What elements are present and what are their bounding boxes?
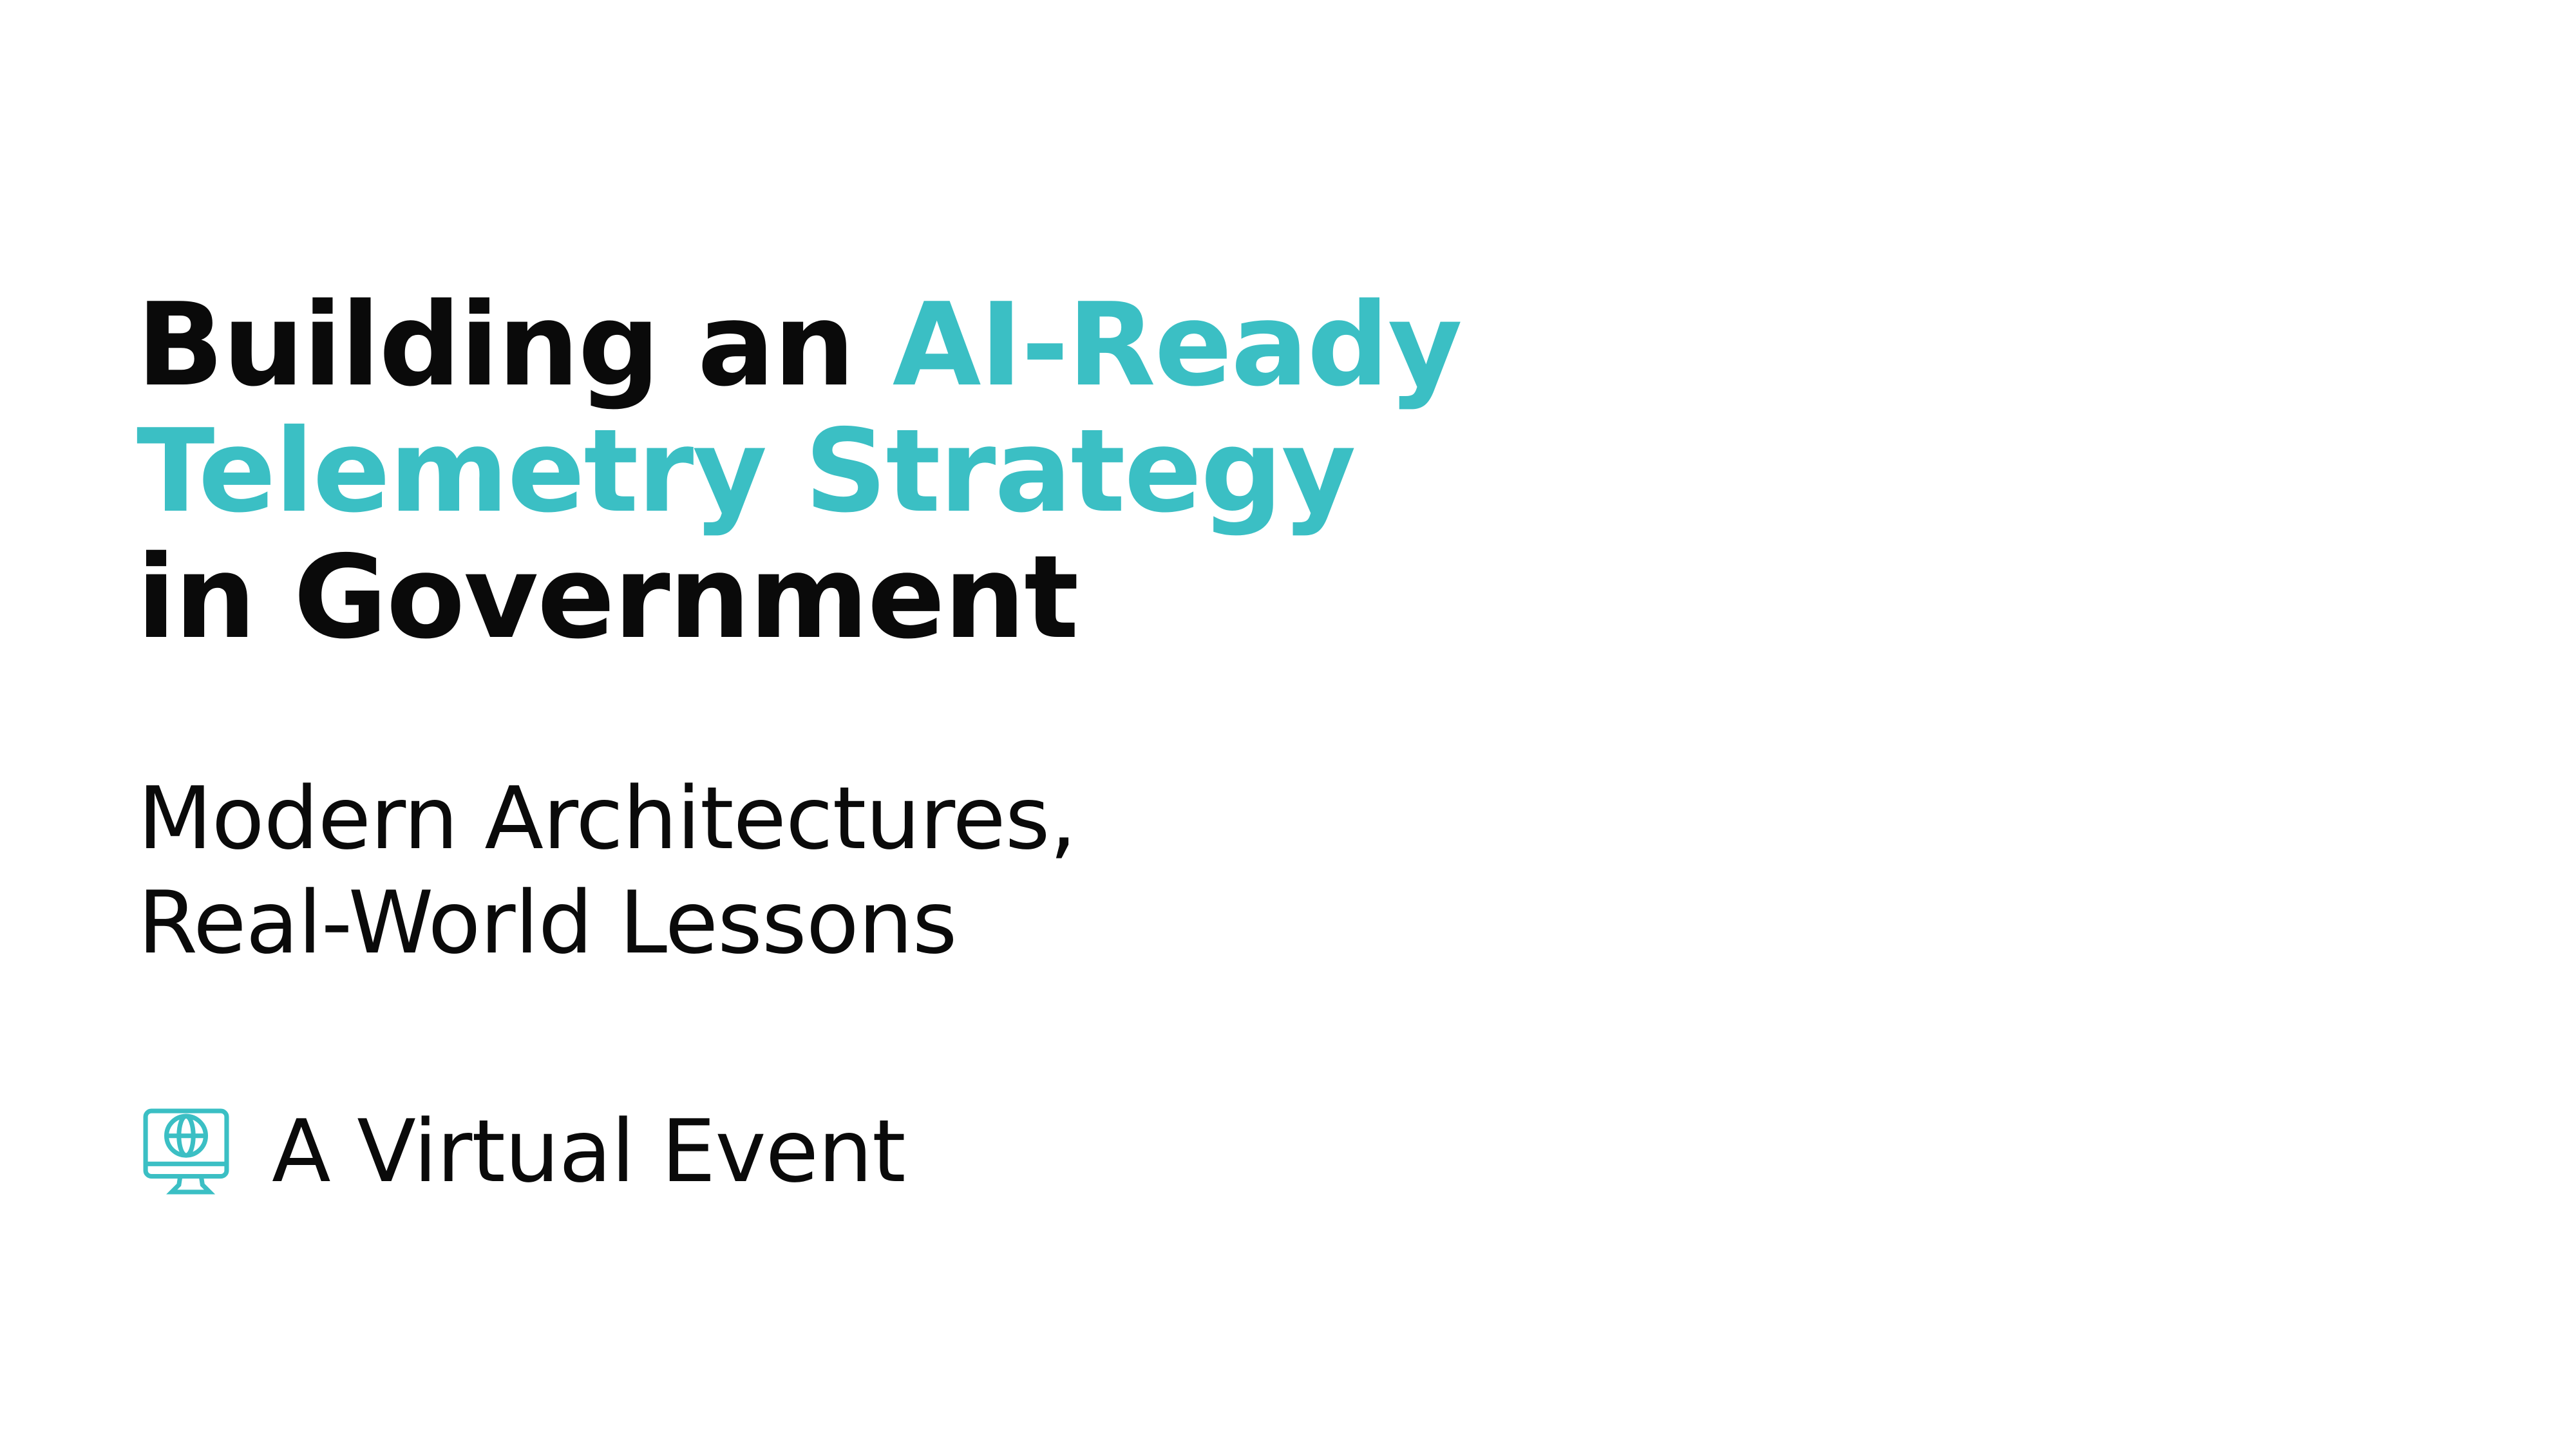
title-accent-text: AI-Ready — [892, 278, 1463, 412]
title-line-2: Telemetry Strategy — [137, 404, 1356, 538]
subtitle: Modern Architectures, Real-World Lessons — [138, 766, 1077, 975]
title-line-3: in Government — [137, 531, 1079, 664]
page-title: Building an AI-Ready Telemetry Strategy … — [137, 282, 1463, 664]
computer-globe-icon — [143, 1108, 229, 1195]
title-line-1: Building an AI-Ready — [137, 282, 1463, 408]
subtitle-line-1: Modern Architectures, — [138, 768, 1077, 869]
subtitle-line-2: Real-World Lessons — [138, 873, 958, 973]
event-type: A Virtual Event — [143, 1101, 906, 1202]
title-plain-text: Building an — [137, 278, 893, 412]
event-label: A Virtual Event — [272, 1101, 906, 1202]
